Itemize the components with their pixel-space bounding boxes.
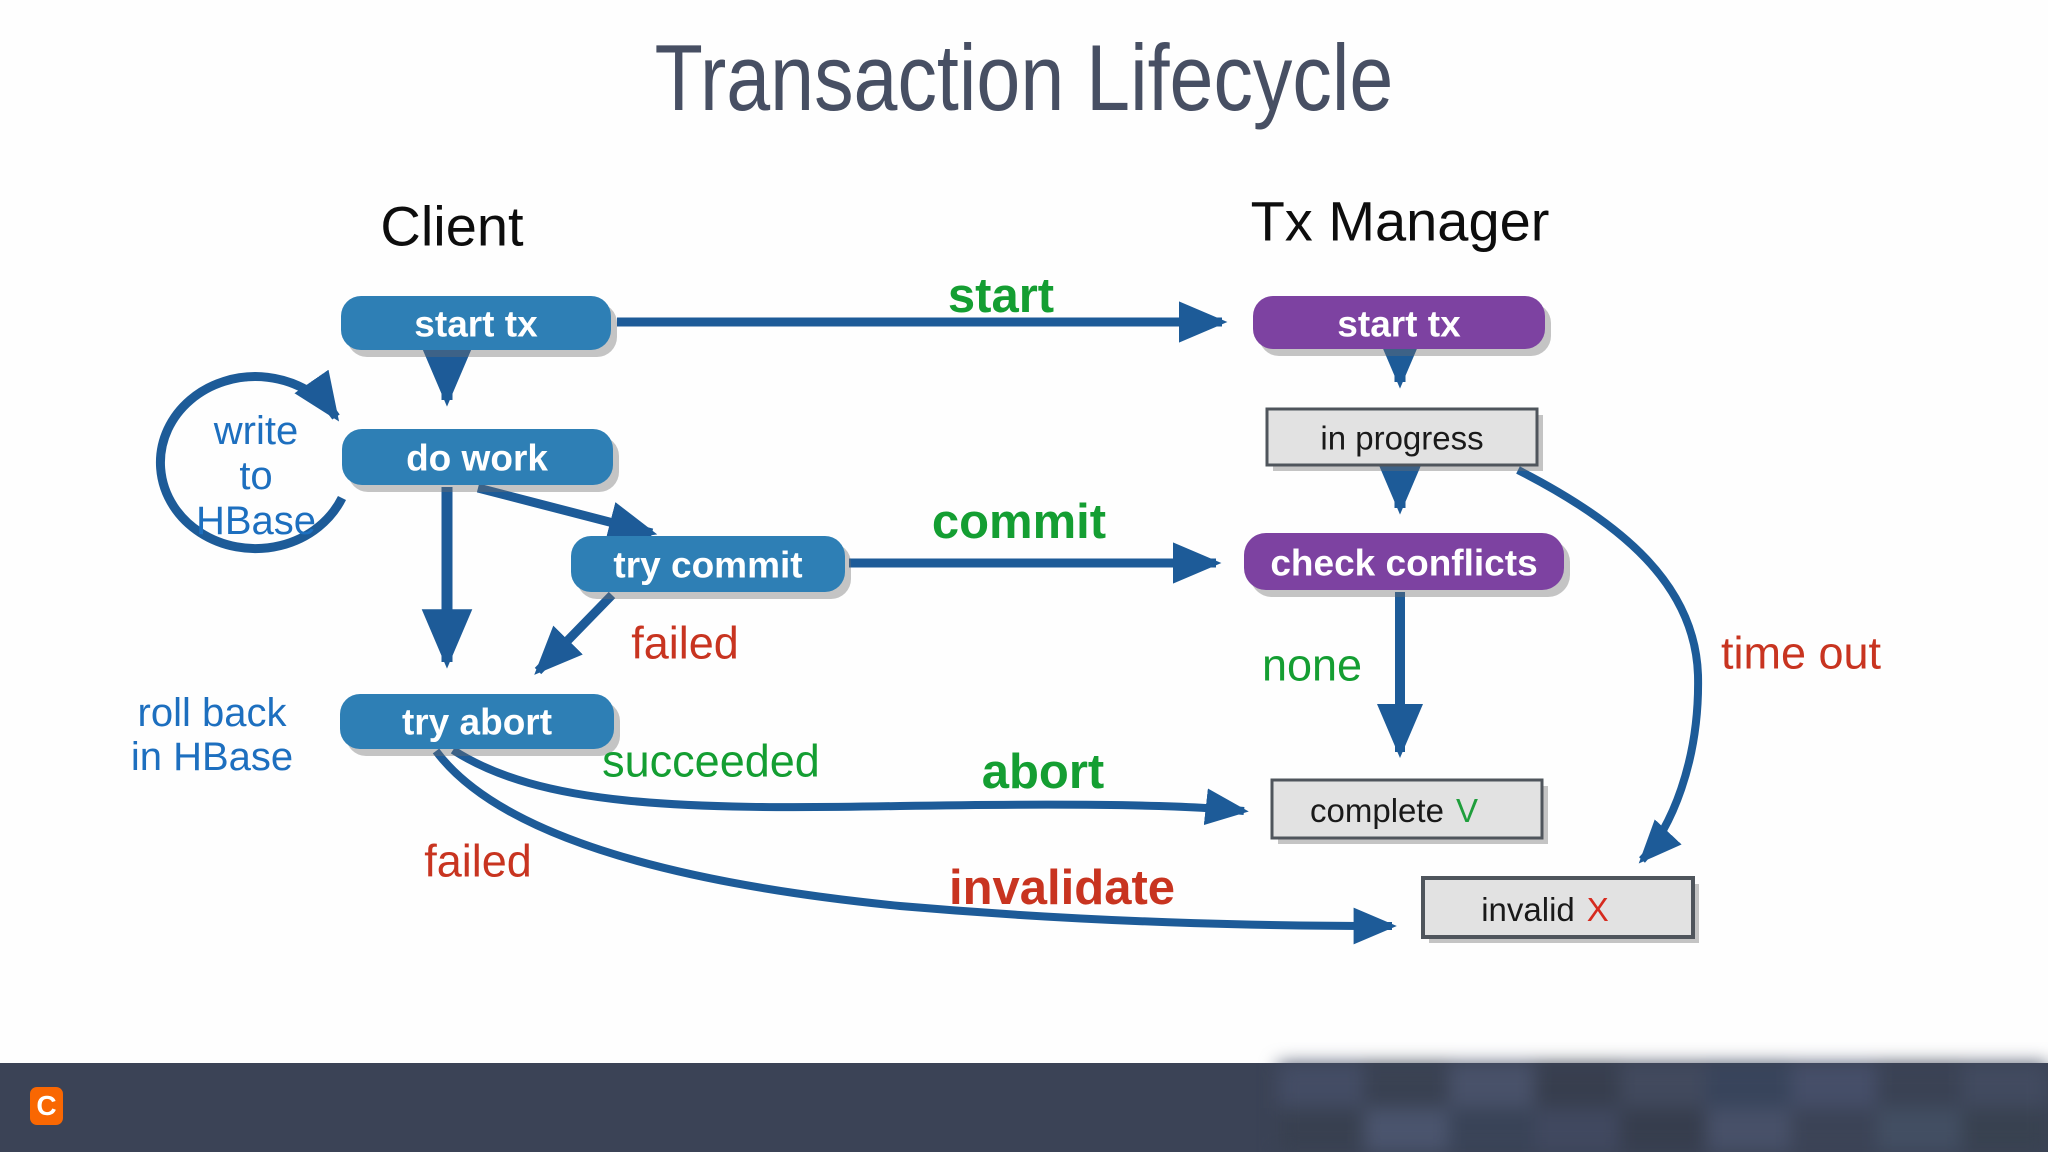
invalid-text: invalid [1481,891,1575,928]
edge-invalidate-to-invalid [432,748,1397,945]
label-start: start [948,269,1054,323]
state-complete-label: complete V [1310,792,1478,829]
rollback-hbase-note-line1: roll back [138,691,288,735]
footer-bar: C [0,1063,2048,1152]
node-check-conflicts-label: check conflicts [1270,543,1537,584]
blurred-watermark [1278,1063,2048,1152]
state-in-progress [1265,407,1539,467]
label-abort: abort [982,745,1105,799]
invalid-x-mark: X [1587,891,1609,928]
cloudera-logo-icon: C [30,1087,63,1125]
edge-abort-to-complete [450,746,1249,826]
write-hbase-note-line3: HBase [196,499,316,543]
rollback-hbase-note-line2: in HBase [131,735,293,779]
node-do-work [342,429,613,485]
state-in-progress-label: in progress [1320,420,1483,457]
node-client-start-tx-label: start tx [414,304,538,345]
write-hbase-note-line2: to [239,454,272,498]
node-check-conflicts [1244,533,1564,590]
node-try-abort [340,694,614,749]
edge-dowork-to-trycommit [476,483,658,543]
label-none: none [1262,640,1362,691]
label-failed-commit: failed [631,618,739,669]
node-try-commit-label: try commit [613,545,802,586]
label-failed-abort: failed [424,836,532,887]
edge-write-hbase-loop [155,369,347,554]
label-invalidate: invalidate [949,861,1175,915]
node-try-abort-label: try abort [402,702,552,743]
tx-manager-column-label: Tx Manager [1251,190,1550,253]
node-try-commit [571,536,845,592]
edge-failed-commit [534,591,616,675]
state-complete [1270,778,1544,840]
client-column-label: Client [380,195,524,258]
page-title: Transaction Lifecycle [655,25,1394,130]
node-manager-start-tx-label: start tx [1337,304,1461,345]
state-invalid [1421,876,1695,939]
state-invalid-label: invalid X [1481,891,1609,928]
node-manager-start-tx [1253,296,1545,349]
node-client-start-tx [341,296,611,350]
node-do-work-label: do work [406,438,548,479]
complete-check-mark: V [1456,792,1478,829]
label-succeeded: succeeded [602,736,820,787]
edge-timeout-to-invalid [1516,466,1703,864]
label-commit: commit [932,495,1106,549]
complete-text: complete [1310,792,1444,829]
label-time-out: time out [1721,628,1882,679]
write-hbase-note-line1: write [213,409,298,453]
